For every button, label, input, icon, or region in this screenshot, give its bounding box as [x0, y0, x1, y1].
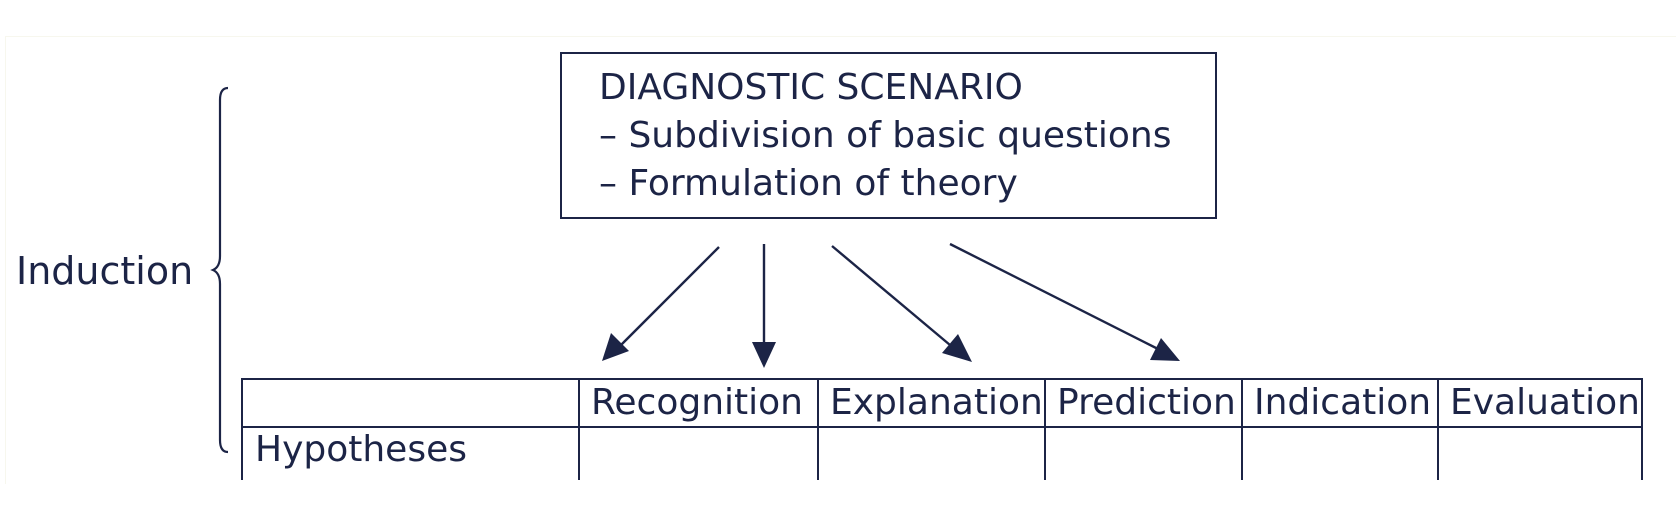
table-cell — [817, 426, 1046, 480]
column-header-evaluation: Evaluation — [1437, 378, 1643, 428]
scenario-item-formulation: – Formulation of theory — [599, 163, 1018, 204]
table-cell — [578, 426, 819, 480]
column-header-explanation: Explanation — [817, 378, 1046, 428]
brace-path — [210, 86, 229, 454]
induction-brace — [210, 86, 229, 454]
row-label-hypotheses: Hypotheses — [241, 426, 580, 480]
table-cell — [1044, 426, 1243, 480]
table-row: Hypotheses — [241, 426, 1643, 480]
scenario-title: DIAGNOSTIC SCENARIO — [599, 67, 1023, 108]
diagnostic-matrix: Recognition Explanation Prediction Indic… — [241, 378, 1643, 480]
induction-label: Induction — [16, 249, 194, 293]
column-header-prediction: Prediction — [1044, 378, 1243, 428]
column-header-recognition: Recognition — [578, 378, 819, 428]
diagnostic-scenario-box: DIAGNOSTIC SCENARIO – Subdivision of bas… — [560, 52, 1217, 219]
table-cell — [1437, 426, 1643, 480]
scenario-item-subdivision: – Subdivision of basic questions — [599, 115, 1172, 156]
column-header-indication: Indication — [1241, 378, 1439, 428]
page-bottom-margin — [0, 484, 1680, 526]
table-header-row: Recognition Explanation Prediction Indic… — [241, 378, 1643, 428]
header-corner-cell — [241, 378, 580, 428]
table-cell — [1241, 426, 1439, 480]
